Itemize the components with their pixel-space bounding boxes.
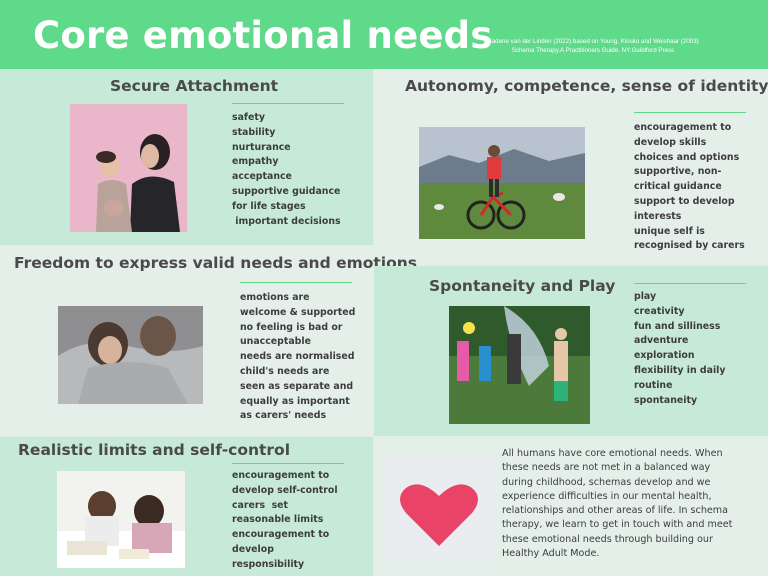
list-item: responsibility xyxy=(232,558,305,570)
citation: Nadene van der Linden (2022) based on Yo… xyxy=(452,37,734,55)
list-item: emotions are xyxy=(240,292,310,303)
header-banner: Core emotional needs Nadene van der Lind… xyxy=(0,0,768,69)
summary-line: relationships and other areas of life. I… xyxy=(502,505,729,517)
children-writing-photo xyxy=(57,471,185,568)
list-item: routine xyxy=(634,379,673,391)
list-item: reasonable limits xyxy=(232,514,324,526)
embracing-women-photo xyxy=(58,306,203,404)
autonomy-title: Autonomy, competence, sense of identity xyxy=(405,77,768,95)
summary-line: Healthy Adult Mode. xyxy=(502,548,600,560)
autonomy-panel: Autonomy, competence, sense of identity … xyxy=(374,69,768,265)
list-item: interests xyxy=(634,210,682,222)
list-item: unique self is xyxy=(634,225,705,237)
page-title: Core emotional needs xyxy=(33,14,493,57)
list-item: for life stages xyxy=(232,200,306,212)
summary-text: All humans have core emotional needs. Wh… xyxy=(502,447,732,561)
citation-line-1: Nadene van der Linden (2022) based on Yo… xyxy=(487,38,699,45)
mother-child-photo xyxy=(70,104,187,232)
spontaneity-panel: Spontaneity and Play play creativity fun… xyxy=(374,266,768,436)
list-item: encouragement to xyxy=(232,529,330,541)
list-item: creativity xyxy=(634,305,685,317)
list-item: develop xyxy=(232,543,274,555)
list-item: no feeling is bad or xyxy=(240,321,343,333)
summary-line: All humans have core emotional needs. Wh… xyxy=(502,448,723,459)
spontaneity-title: Spontaneity and Play xyxy=(429,277,616,295)
secure-attachment-panel: Secure Attachment safety stability nurtu… xyxy=(0,69,373,245)
secure-attachment-title: Secure Attachment xyxy=(110,77,279,95)
list-item: safety xyxy=(232,112,265,123)
autonomy-list: encouragement to develop skills choices … xyxy=(634,121,745,254)
list-item: develop self-control xyxy=(232,484,338,496)
summary-panel: All humans have core emotional needs. Wh… xyxy=(374,437,768,576)
summary-line: therapy, we learn to get in touch with a… xyxy=(502,519,733,531)
children-playing-photo xyxy=(449,306,590,424)
secure-attachment-list: safety stability nurturance empathy acce… xyxy=(232,111,341,229)
list-item: recognised by carers xyxy=(634,240,745,252)
realistic-limits-list: encouragement to develop self-control ca… xyxy=(232,469,338,573)
list-item: play xyxy=(634,291,657,302)
list-item: support to develop xyxy=(634,195,735,207)
list-item: encouragement to xyxy=(634,122,732,133)
list-item: equally as important xyxy=(240,395,350,407)
list-item: child's needs are xyxy=(240,365,330,377)
list-item: welcome & supported xyxy=(240,306,356,318)
heart-icon xyxy=(400,484,478,546)
spontaneity-list: play creativity fun and silliness advent… xyxy=(634,290,726,408)
spontaneity-divider xyxy=(634,283,746,284)
list-item: supportive guidance xyxy=(232,185,341,197)
list-item: exploration xyxy=(634,350,695,362)
list-item: spontaneity xyxy=(634,394,698,406)
secure-attachment-divider xyxy=(232,103,344,104)
list-item: critical guidance xyxy=(634,181,722,193)
list-item: flexibility in daily xyxy=(634,364,726,376)
freedom-divider xyxy=(240,282,352,283)
freedom-title: Freedom to express valid needs and emoti… xyxy=(14,254,418,272)
list-item: nurturance xyxy=(232,141,291,153)
realistic-limits-title: Realistic limits and self-control xyxy=(18,441,291,459)
freedom-panel: Freedom to express valid needs and emoti… xyxy=(0,246,417,436)
list-item: important decisions xyxy=(232,215,341,227)
list-item: adventure xyxy=(634,335,689,347)
list-item: carers set xyxy=(232,499,289,511)
list-item: develop skills xyxy=(634,136,707,148)
realistic-limits-panel: Realistic limits and self-control encour… xyxy=(0,437,373,576)
list-item: choices and options xyxy=(634,151,740,163)
boy-bicycle-photo xyxy=(419,127,585,239)
freedom-list: emotions are welcome & supported no feel… xyxy=(240,291,355,424)
list-item: encouragement to xyxy=(232,470,330,481)
list-item: seen as separate and xyxy=(240,380,354,392)
list-item: needs are normalised xyxy=(240,351,355,363)
list-item: unacceptable xyxy=(240,336,311,348)
list-item: as carers' needs xyxy=(240,410,327,422)
heart-photo xyxy=(384,458,493,562)
summary-line: these needs are not met in a balanced wa… xyxy=(502,462,711,474)
summary-line: these emotional needs through building o… xyxy=(502,533,713,545)
summary-line: experience difficulties in our mental he… xyxy=(502,490,712,502)
citation-line-2: Schema Therapy.A Practitioners Guide. NY… xyxy=(511,47,675,54)
list-item: empathy xyxy=(232,156,279,168)
list-item: acceptance xyxy=(232,171,292,183)
summary-line: during childhood, schemas develop and we xyxy=(502,476,711,488)
autonomy-divider xyxy=(634,112,746,113)
list-item: fun and silliness xyxy=(634,320,721,332)
list-item: supportive, non- xyxy=(634,166,722,178)
realistic-limits-divider xyxy=(232,463,344,464)
list-item: stability xyxy=(232,126,276,138)
